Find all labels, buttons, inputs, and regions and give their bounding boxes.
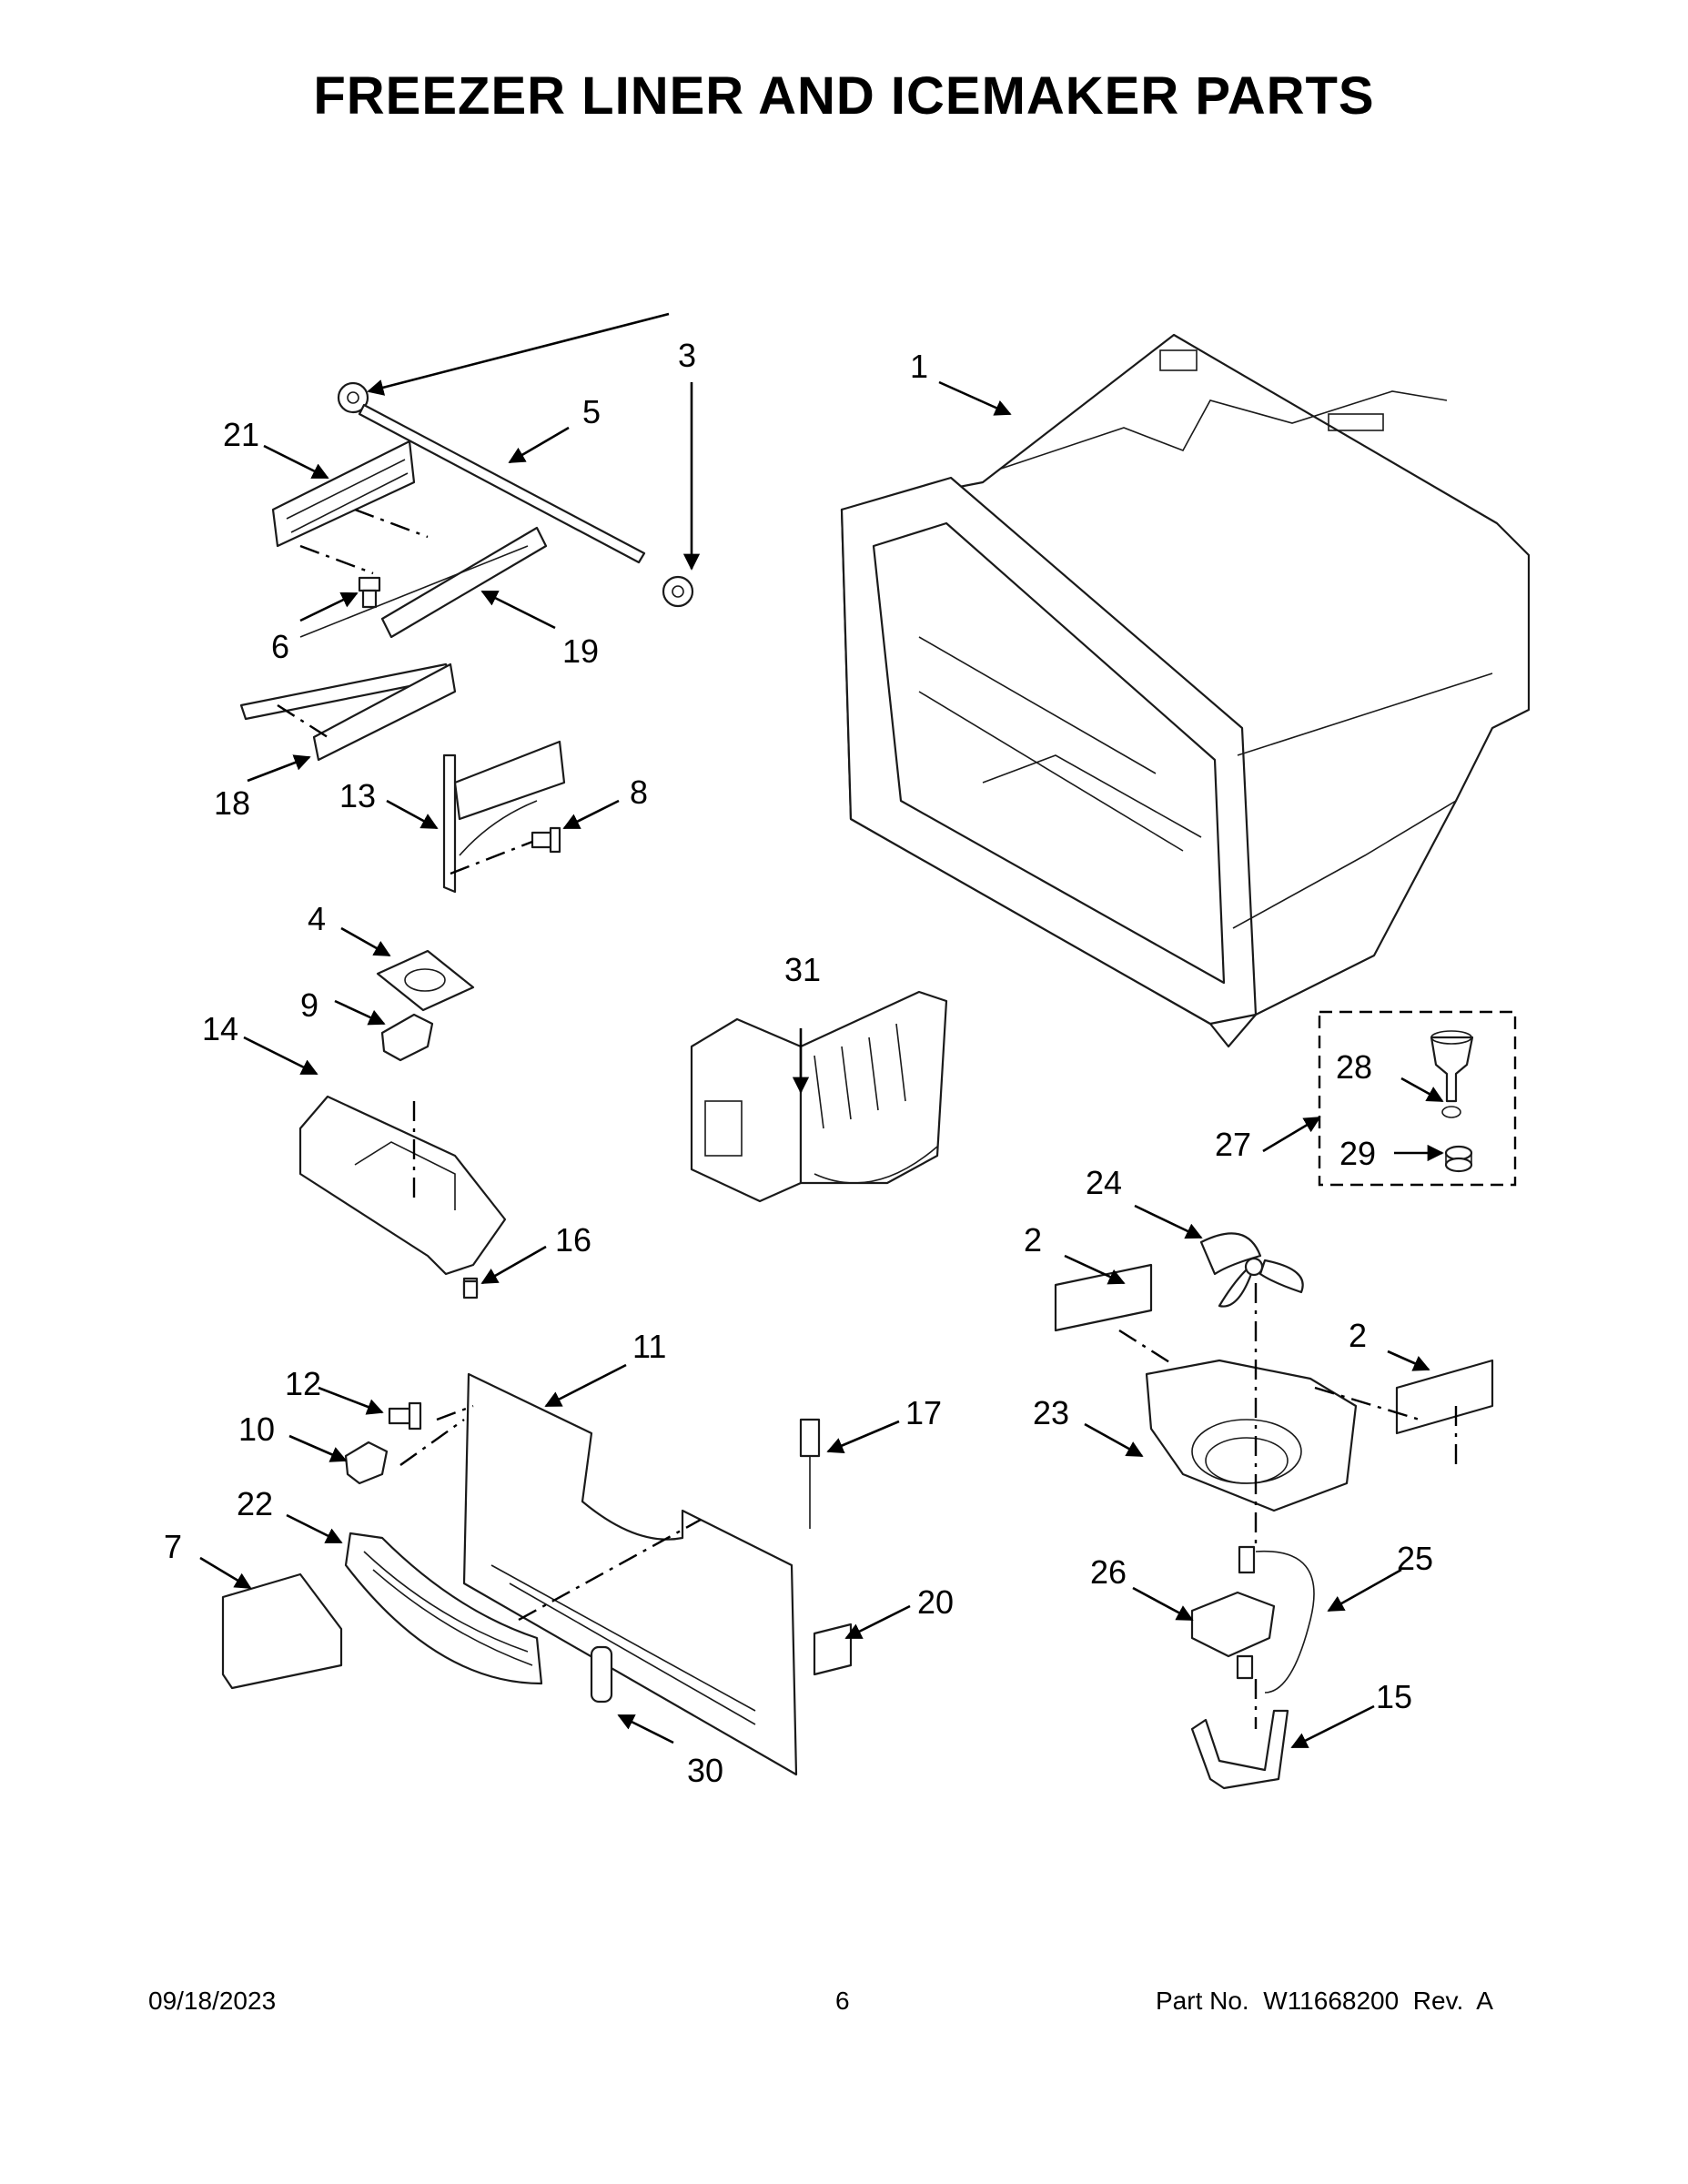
footer-page-number: 6 xyxy=(835,1987,850,2015)
housing-14 xyxy=(298,1095,507,1297)
part-29 xyxy=(1444,1145,1473,1173)
duct-7 xyxy=(221,1572,343,1690)
footer-date: 09/18/2023 xyxy=(148,1987,277,2015)
leader-arrows xyxy=(199,312,1444,1749)
callout-9: 9 xyxy=(300,986,318,1024)
callout-27: 27 xyxy=(1215,1126,1251,1163)
screw-6 xyxy=(358,576,381,609)
callout-2: 2 xyxy=(1349,1317,1367,1354)
gear-bottom xyxy=(662,575,694,608)
callout-15: 15 xyxy=(1376,1678,1412,1715)
bracket-13 xyxy=(442,740,566,894)
callout-26: 26 xyxy=(1090,1553,1127,1591)
callout-30: 30 xyxy=(687,1752,723,1789)
callout-1: 1 xyxy=(910,348,928,385)
callout-5: 5 xyxy=(582,393,601,430)
knob-9 xyxy=(380,1013,434,1062)
callout-28: 28 xyxy=(1336,1048,1372,1086)
gear-top xyxy=(337,381,369,414)
plug-16 xyxy=(462,1279,479,1299)
drive-shaft xyxy=(358,403,646,564)
callout-18: 18 xyxy=(214,784,250,822)
callout-25: 25 xyxy=(1397,1540,1433,1577)
fan-motor-26 xyxy=(1190,1545,1276,1680)
callout-11: 11 xyxy=(632,1328,666,1365)
icemaker-31 xyxy=(690,990,948,1203)
callout-17: 17 xyxy=(905,1394,942,1431)
callout-2: 2 xyxy=(1024,1221,1042,1259)
footer-part-number: Part No. W11668200 Rev. A xyxy=(1156,1987,1493,2015)
fan-shroud-23 xyxy=(1145,1359,1358,1512)
callout-21: 21 xyxy=(223,416,259,453)
callout-10: 10 xyxy=(238,1410,275,1448)
callout-19: 19 xyxy=(562,632,599,670)
callout-24: 24 xyxy=(1086,1164,1122,1201)
panel-11 xyxy=(462,1372,798,1776)
callout-31: 31 xyxy=(784,951,821,988)
strip-20 xyxy=(813,1623,853,1676)
callout-8: 8 xyxy=(630,774,648,811)
callout-23: 23 xyxy=(1033,1394,1069,1431)
part-28 xyxy=(1430,1030,1474,1118)
callout-13: 13 xyxy=(339,777,376,814)
motor-bracket-15 xyxy=(1190,1709,1289,1790)
assembly-27-box xyxy=(1318,1010,1517,1187)
screw-8 xyxy=(531,826,561,854)
callout-16: 16 xyxy=(555,1221,591,1259)
foam-pad-2-right xyxy=(1395,1359,1494,1435)
sensor-17 xyxy=(799,1418,821,1529)
clip-10 xyxy=(344,1441,389,1485)
callout-7: 7 xyxy=(164,1528,182,1565)
grille-22 xyxy=(344,1532,543,1685)
callout-3: 3 xyxy=(678,337,696,374)
screw-12 xyxy=(388,1401,422,1431)
freezer-liner xyxy=(840,333,1531,1048)
callout-4: 4 xyxy=(308,900,326,937)
rail-19 xyxy=(299,526,548,639)
callout-6: 6 xyxy=(271,628,289,665)
callout-22: 22 xyxy=(237,1485,273,1522)
fan-blade-24 xyxy=(1199,1232,1304,1308)
callout-14: 14 xyxy=(202,1010,238,1047)
light-30 xyxy=(590,1645,613,1704)
wire-25 xyxy=(1255,1550,1315,1694)
cover-plate-4 xyxy=(376,949,475,1012)
callout-20: 20 xyxy=(917,1583,954,1621)
rail-18 xyxy=(239,662,457,762)
assembly-line xyxy=(277,508,1458,1729)
slide-bracket xyxy=(271,440,416,548)
callout-labels: 1 2 2 3 4 5 6 7 8 9 10 11 12 13 14 15 16… xyxy=(164,337,1433,1789)
page-title: FREEZER LINER AND ICEMAKER PARTS xyxy=(313,66,1375,126)
callout-29: 29 xyxy=(1339,1135,1376,1172)
callout-12: 12 xyxy=(285,1365,321,1402)
